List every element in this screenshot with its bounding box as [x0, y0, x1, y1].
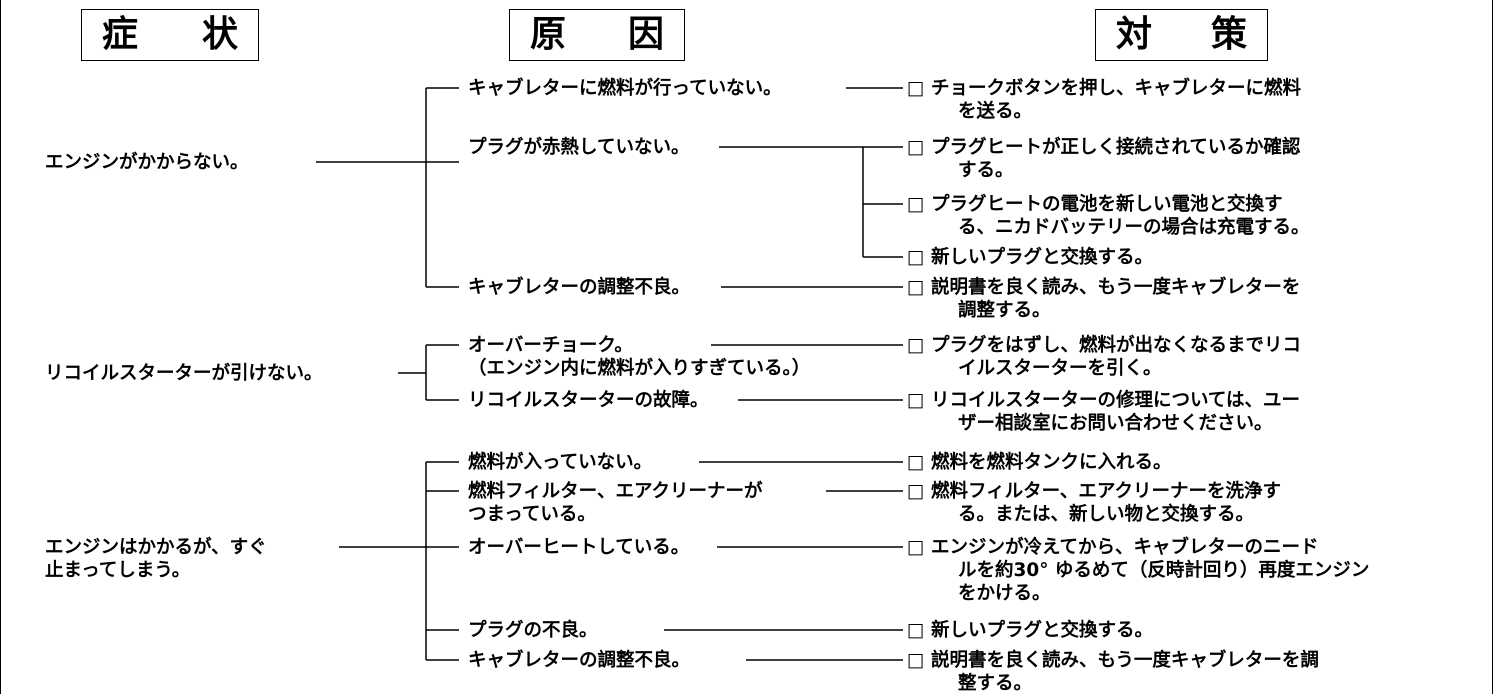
remedy-7-line-2: ザー相談室にお問い合わせください。	[958, 413, 1273, 434]
remedy-7-line-1: □ リコイルスターターの修理については、ユー	[907, 390, 1301, 411]
cause-carburetor-misadjusted-2: キャブレターの調整不良。	[468, 650, 691, 671]
remedy-2-line-2: する。	[958, 160, 1014, 181]
checkbox-icon: □	[907, 452, 925, 473]
remedy-12-line-2: 整する。	[958, 673, 1033, 694]
remedy-3-line-2: る、ニカドバッテリーの場合は充電する。	[958, 217, 1310, 238]
header-symptom-char-2: 状	[201, 14, 238, 55]
remedy-4-line-1: □ 新しいプラグと交換する。	[907, 247, 1153, 268]
checkbox-icon: □	[907, 481, 925, 502]
remedy-5-line-2: 調整する。	[958, 300, 1051, 321]
checkbox-icon: □	[907, 620, 925, 641]
checkbox-icon: □	[907, 650, 925, 671]
symptom-recoil-wont-pull: リコイルスターターが引けない。	[45, 363, 323, 384]
cause-filter-clogged-line-1: 燃料フィルター、エアクリーナーが	[468, 481, 763, 502]
cause-overheating: オーバーヒートしている。	[468, 537, 690, 558]
remedy-9-line-2: る。または、新しい物と交換する。	[958, 504, 1255, 525]
checkbox-icon: □	[907, 194, 925, 215]
cause-plug-not-glowing: プラグが赤熱していない。	[468, 137, 690, 158]
remedy-6-line-2: イルスターターを引く。	[958, 358, 1162, 379]
remedy-11-line-1: □ 新しいプラグと交換する。	[907, 620, 1153, 641]
cause-over-choke-line-2: （エンジン内に燃料が入りすぎている。）	[468, 358, 811, 379]
checkbox-icon: □	[907, 537, 925, 558]
symptom-engine-stops-line-1: エンジンはかかるが、すぐ	[45, 537, 267, 558]
remedy-10-line-1: □ エンジンが冷えてから、キャブレターのニード	[907, 537, 1319, 558]
header-remedy-char-1: 対	[1116, 14, 1153, 55]
cause-over-choke-line-1: オーバーチョーク。	[468, 335, 633, 356]
cause-carburetor-misadjusted: キャブレターの調整不良。	[468, 277, 691, 298]
remedy-1-line-2: を送る。	[958, 101, 1033, 122]
checkbox-icon: □	[907, 78, 925, 99]
checkbox-icon: □	[907, 390, 925, 411]
cause-no-fuel: 燃料が入っていない。	[468, 452, 653, 473]
symptom-engine-wont-start: エンジンがかからない。	[45, 152, 249, 173]
remedy-12-line-1: □ 説明書を良く読み、もう一度キャブレターを調	[907, 650, 1319, 671]
remedy-5-line-1: □ 説明書を良く読み、もう一度キャブレターを	[907, 277, 1301, 298]
header-cause: 原 因	[509, 9, 685, 61]
header-remedy: 対 策	[1095, 9, 1268, 61]
header-cause-char-2: 因	[627, 14, 664, 55]
remedy-6-line-1: □ プラグをはずし、燃料が出なくなるまでリコ	[907, 335, 1301, 356]
checkbox-icon: □	[907, 277, 925, 298]
symptom-engine-stops-line-2: 止まってしまう。	[45, 560, 191, 581]
cause-bad-plug: プラグの不良。	[468, 620, 598, 641]
remedy-10-line-3: をかける。	[958, 583, 1051, 604]
checkbox-icon: □	[907, 247, 925, 268]
header-symptom-char-1: 症	[102, 14, 139, 55]
remedy-8-line-1: □ 燃料を燃料タンクに入れる。	[907, 452, 1172, 473]
checkbox-icon: □	[907, 137, 925, 158]
cause-recoil-broken: リコイルスターターの故障。	[468, 390, 709, 411]
remedy-9-line-1: □ 燃料フィルター、エアクリーナーを洗浄す	[907, 481, 1281, 502]
remedy-2-line-1: □ プラグヒートが正しく接続されているか確認	[907, 137, 1301, 158]
remedy-10-line-2: ルを約30° ゆるめて（反時計回り）再度エンジン	[958, 560, 1370, 581]
cause-no-fuel-to-carburetor: キャブレターに燃料が行っていない。	[468, 78, 782, 99]
header-remedy-char-2: 策	[1210, 14, 1247, 55]
cause-filter-clogged-line-2: つまっている。	[468, 504, 596, 525]
checkbox-icon: □	[907, 335, 925, 356]
header-cause-char-1: 原	[530, 14, 567, 55]
remedy-1-line-1: □ チョークボタンを押し、キャブレターに燃料	[907, 78, 1301, 99]
remedy-3-line-1: □ プラグヒートの電池を新しい電池と交換す	[907, 194, 1283, 215]
header-symptom: 症 状	[81, 9, 259, 61]
